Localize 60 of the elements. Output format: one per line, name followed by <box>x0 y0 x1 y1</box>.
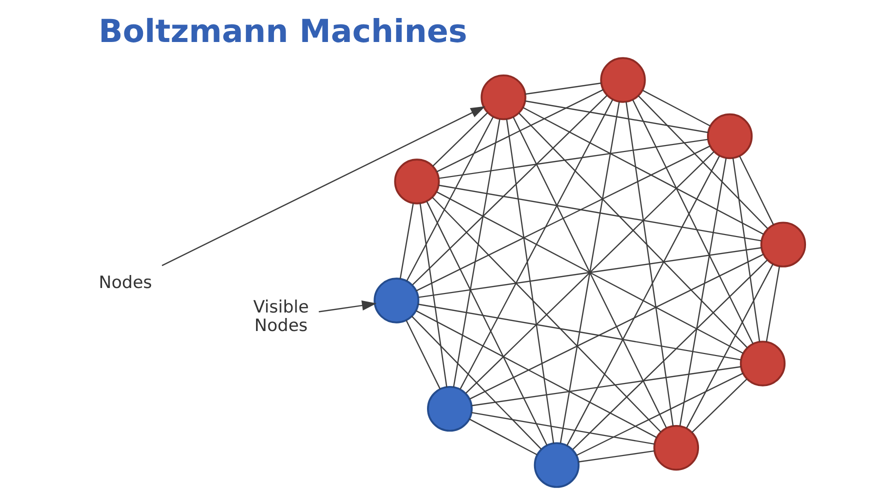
connector <box>678 158 726 426</box>
connector <box>438 138 708 179</box>
node-circle <box>652 424 699 471</box>
node-circle <box>600 57 646 103</box>
connector <box>471 366 740 406</box>
connector <box>524 82 601 95</box>
node-circle <box>739 340 786 386</box>
node-circle <box>760 222 806 268</box>
connector <box>468 418 537 456</box>
connector <box>512 116 666 428</box>
connector <box>436 89 603 172</box>
connector <box>738 156 774 225</box>
connector <box>524 100 708 134</box>
connector <box>431 196 661 432</box>
arrow <box>161 106 485 266</box>
connector <box>436 191 743 354</box>
connector <box>642 90 710 127</box>
connector <box>459 99 613 390</box>
connector <box>576 372 743 456</box>
connector <box>522 107 764 235</box>
connector <box>432 112 488 167</box>
connector <box>468 254 764 400</box>
connector <box>452 119 500 388</box>
connector <box>625 102 674 426</box>
connector <box>418 304 741 360</box>
connector <box>406 116 494 282</box>
node-circle <box>394 158 440 204</box>
node-text: Visible Nodes <box>252 298 308 336</box>
connector <box>506 119 554 444</box>
connector <box>566 156 720 446</box>
connector <box>415 310 656 438</box>
connector <box>410 316 542 450</box>
connector <box>399 203 414 279</box>
connector <box>412 95 607 286</box>
connector <box>572 260 768 450</box>
connector <box>637 95 768 229</box>
connector <box>691 378 747 433</box>
connector <box>426 201 547 446</box>
connector <box>559 102 620 444</box>
connector <box>438 184 761 242</box>
connector <box>405 320 440 390</box>
connector <box>765 266 780 342</box>
connector <box>418 247 761 298</box>
connector <box>518 112 748 348</box>
connector <box>686 264 773 428</box>
node-circle <box>706 113 752 160</box>
node-circle <box>373 278 419 324</box>
connector <box>470 412 654 445</box>
node-circle <box>480 74 526 120</box>
diagram-title: Boltzmann Machines <box>98 14 467 50</box>
connector <box>464 151 714 394</box>
node-circle <box>426 386 472 432</box>
arrow <box>318 300 376 312</box>
connector <box>415 145 710 292</box>
connector <box>578 450 654 463</box>
node-circle <box>533 442 580 488</box>
connector <box>732 158 760 342</box>
connector <box>632 100 753 344</box>
connector <box>419 203 447 388</box>
node-text: Nodes <box>98 273 152 294</box>
